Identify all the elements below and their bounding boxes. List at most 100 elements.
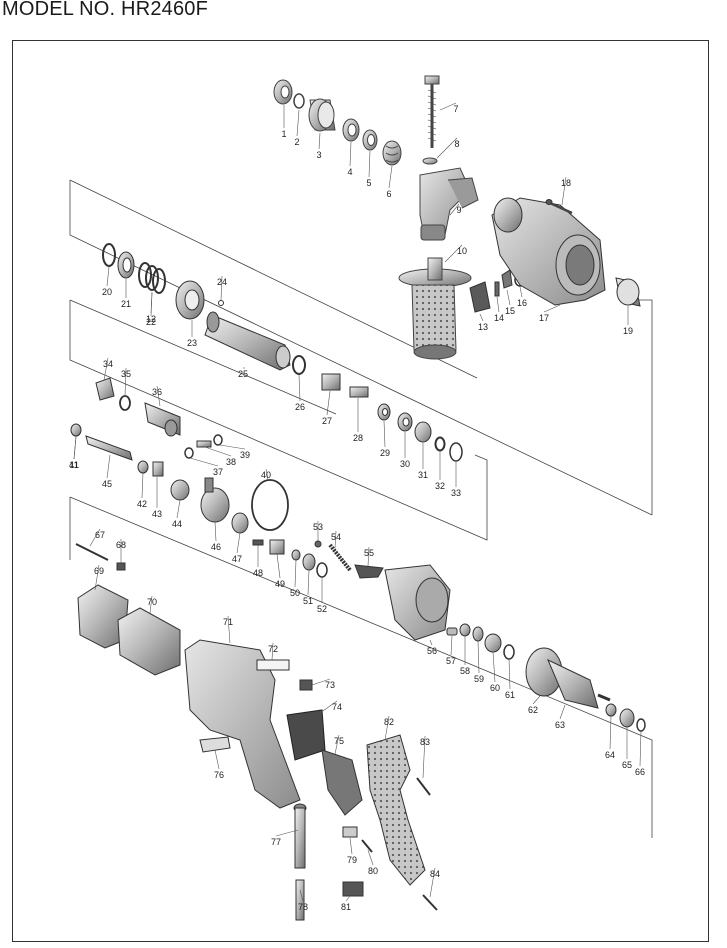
part-64-washer: [605, 703, 617, 717]
part-42-washer: [137, 460, 149, 474]
part-82-handle-cover: [366, 734, 426, 886]
part-number-43: 43: [152, 509, 162, 519]
part-29-washer: [377, 403, 391, 421]
part-26-o-ring: [292, 355, 306, 375]
part-number-9: 9: [456, 205, 461, 215]
part-50-washer: [291, 549, 301, 561]
leader-line-80: [367, 849, 374, 866]
leader-line-13: [479, 313, 484, 322]
leader-line-71: [227, 615, 231, 644]
part-23-bevel-gear: [175, 280, 205, 320]
part-81-strain-relief: [342, 881, 364, 897]
part-number-36: 36: [152, 387, 162, 397]
leader-line-64: [609, 715, 612, 750]
part-number-26: 26: [295, 402, 305, 412]
part-32-o-ring: [434, 436, 446, 452]
part-number-18: 18: [561, 178, 571, 188]
part-number-20: 20: [102, 287, 112, 297]
part-number-55: 55: [364, 548, 374, 558]
leader-line-63: [559, 704, 566, 720]
group-bracket-lines: [69, 179, 653, 838]
part-number-41: 41: [69, 460, 79, 470]
leader-line-29: [383, 420, 386, 448]
part-number-78: 78: [298, 902, 308, 912]
leader-line-56: [429, 639, 433, 646]
part-number-81: 81: [341, 902, 351, 912]
part-63-armature: [547, 658, 611, 709]
part-5-washer: [362, 129, 378, 151]
part-8-washer: [422, 157, 438, 165]
leader-line-77: [275, 829, 299, 837]
leader-line-69: [94, 564, 100, 591]
part-number-83: 83: [420, 737, 430, 747]
part-22-spring: [138, 262, 166, 294]
part-number-12: 12: [146, 314, 156, 324]
part-10-side-handle: [398, 257, 472, 360]
part-number-52: 52: [317, 604, 327, 614]
part-number-61: 61: [505, 690, 515, 700]
leader-line-72: [271, 642, 274, 661]
part-37-pin: [184, 447, 194, 459]
leader-line-37: [189, 457, 219, 467]
leader-line-38: [204, 446, 232, 457]
part-7-long-bolt: [424, 75, 440, 148]
part-number-7: 7: [453, 104, 458, 114]
part-13-switch-lever: [469, 281, 491, 313]
part-70-field: [117, 607, 181, 676]
part-43-spring: [152, 461, 164, 477]
part-83-screw: [416, 777, 431, 796]
part-49-plate: [269, 539, 285, 555]
part-number-23: 23: [187, 338, 197, 348]
part-9-side-grip-clamp: [419, 167, 479, 241]
part-number-54: 54: [331, 532, 341, 542]
part-number-4: 4: [347, 167, 352, 177]
leader-line-55: [367, 546, 370, 567]
leader-line-14: [496, 296, 500, 313]
part-number-28: 28: [353, 433, 363, 443]
part-number-72: 72: [268, 644, 278, 654]
part-number-38: 38: [226, 457, 236, 467]
part-79-terminal-block: [342, 826, 358, 838]
leader-line-22: [150, 292, 153, 317]
part-number-62: 62: [528, 705, 538, 715]
part-number-13: 13: [478, 322, 488, 332]
part-number-8: 8: [454, 139, 459, 149]
part-61-washer: [503, 644, 515, 660]
part-44-bearing: [170, 479, 190, 501]
part-number-80: 80: [368, 866, 378, 876]
part-73-brush-holder: [299, 679, 313, 691]
leader-line-36: [156, 385, 161, 407]
part-number-58: 58: [460, 666, 470, 676]
leader-line-46: [214, 521, 217, 542]
part-number-15: 15: [505, 306, 515, 316]
part-number-71: 71: [223, 617, 233, 627]
leader-line-34: [103, 357, 109, 381]
part-number-40: 40: [261, 470, 271, 480]
part-number-79: 79: [347, 855, 357, 865]
part-number-11: 11: [69, 460, 78, 470]
part-number-32: 32: [435, 481, 445, 491]
part-46-change-lever: [200, 477, 230, 523]
part-number-59: 59: [474, 674, 484, 684]
part-number-77: 77: [271, 837, 281, 847]
diagram-frame: [12, 40, 709, 942]
part-number-66: 66: [635, 767, 645, 777]
leader-line-5: [368, 150, 371, 178]
part-20-retaining-ring: [102, 243, 116, 267]
leader-line-15: [506, 289, 511, 306]
part-3-sleeve: [308, 98, 336, 132]
leader-line-6: [388, 165, 393, 189]
part-number-76: 76: [214, 770, 224, 780]
part-number-37: 37: [213, 467, 223, 477]
part-67-screw: [75, 543, 109, 561]
part-35-o-ring: [119, 395, 131, 411]
part-57-pin: [446, 627, 458, 636]
leader-line-59: [477, 640, 480, 674]
part-55-lock-plate: [354, 564, 384, 579]
part-number-39: 39: [240, 450, 250, 460]
part-33-retaining-ring: [449, 442, 463, 462]
part-number-65: 65: [622, 760, 632, 770]
part-number-labels: 1234567891011121314151617181920212223242…: [69, 102, 645, 912]
part-number-57: 57: [446, 656, 456, 666]
